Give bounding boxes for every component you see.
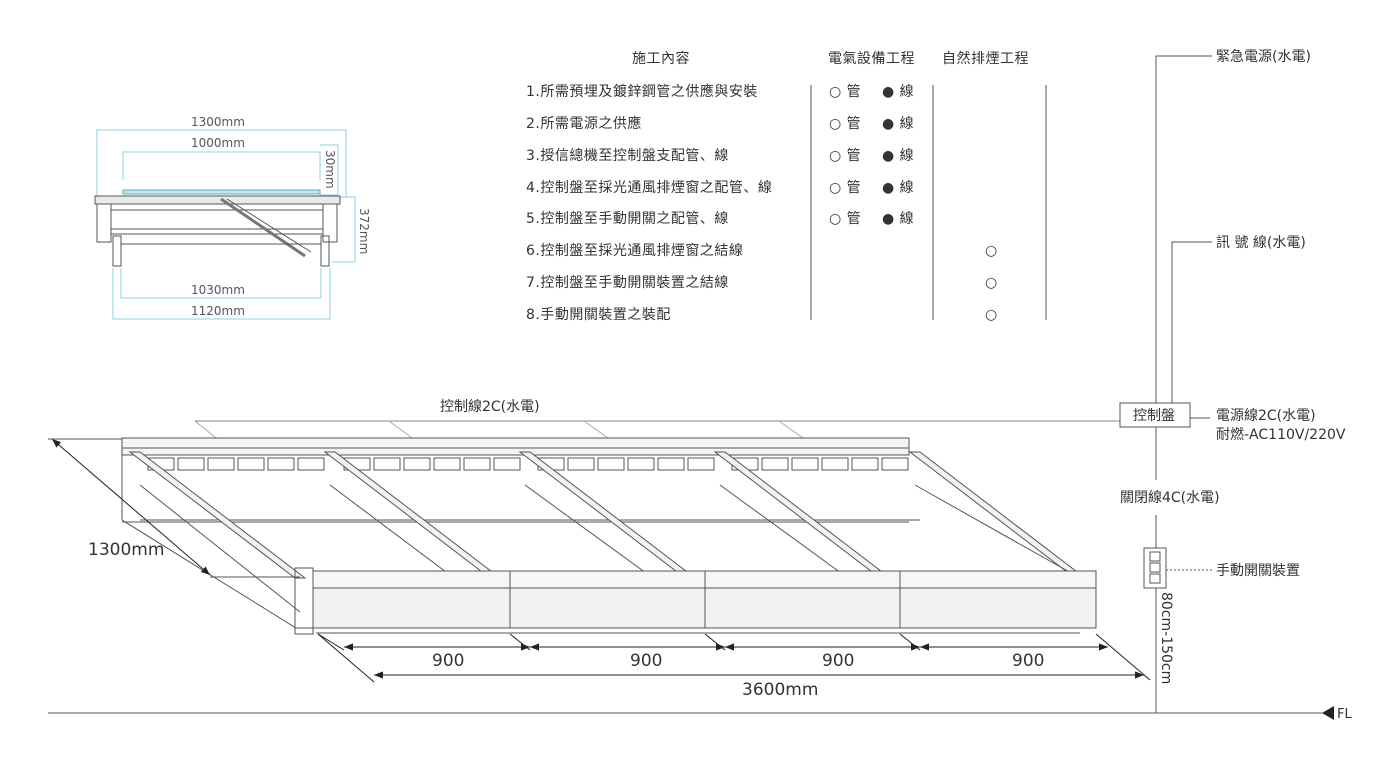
table-header-electrical: 電氣設備工程	[828, 51, 915, 67]
dim-height-label: 372mm	[357, 208, 371, 254]
close-line-label: 關閉線4C(水電)	[1120, 490, 1220, 506]
dim-thickness-label: 30mm	[323, 150, 337, 189]
module-width-label: 900	[630, 651, 662, 671]
row-pipe: ○ 管	[829, 84, 861, 100]
depth-dimension-line	[51, 438, 211, 576]
power-line-label: 電源線2C(水電)	[1216, 408, 1316, 424]
row-smoke: ○	[985, 243, 998, 259]
row-wire: ● 線	[882, 148, 914, 164]
row-item: 4.控制盤至採光通風排煙窗之配管、線	[526, 179, 772, 196]
work-scope-table: 施工內容 電氣設備工程 自然排煙工程 1.所需預埋及鍍鋅鋼管之供應與安裝 ○ 管…	[526, 50, 1047, 323]
row-smoke: ○	[985, 307, 998, 323]
module-width-label: 900	[1012, 651, 1044, 671]
row-wire: ● 線	[882, 116, 914, 132]
dim-inner-width-line	[122, 151, 321, 180]
dim-bottom-inner-line	[120, 268, 322, 299]
row-pipe: ○ 管	[829, 180, 861, 196]
floor-level-label: FL	[1337, 707, 1352, 722]
row-item: 8.手動開關裝置之裝配	[526, 307, 671, 323]
control-panel-box	[1119, 402, 1191, 428]
table-row: 6.控制盤至採光通風排煙窗之結線 ○	[526, 242, 998, 259]
emergency-power-label: 緊急電源(水電)	[1216, 49, 1311, 65]
dim-inner-width-label: 1000mm	[191, 136, 245, 150]
row-item: 7.控制盤至手動開關裝置之結線	[526, 275, 729, 291]
dim-height-line	[332, 196, 356, 263]
table-row: 4.控制盤至採光通風排煙窗之配管、線 ○ 管 ● 線	[526, 179, 914, 196]
section-profile	[94, 189, 341, 267]
row-wire: ● 線	[882, 84, 914, 100]
dim-top-width-line	[96, 129, 347, 198]
dim-bottom-inner-label: 1030mm	[191, 283, 245, 297]
control-panel-label: 控制盤	[1133, 408, 1175, 424]
table-row: 1.所需預埋及鍍鋅鋼管之供應與安裝 ○ 管 ● 線	[526, 83, 914, 100]
dim-bottom-outer-label: 1120mm	[191, 304, 245, 318]
dim-top-width-label: 1300mm	[191, 115, 245, 129]
manual-switch-icon	[1143, 547, 1167, 589]
section-detail	[96, 129, 356, 320]
row-item: 3.授信總機至控制盤支配管、線	[526, 147, 729, 164]
table-header-smoke: 自然排煙工程	[942, 50, 1029, 67]
wiring-lines	[1155, 55, 1212, 713]
row-pipe: ○ 管	[829, 148, 861, 164]
table-row: 5.控制盤至手動開關之配管、線 ○ 管 ● 線	[526, 211, 914, 227]
floor-level-arrow-icon	[1322, 706, 1334, 720]
row-item: 1.所需預埋及鍍鋅鋼管之供應與安裝	[526, 83, 758, 100]
row-item: 2.所需電源之供應	[526, 115, 642, 132]
total-length-label: 3600mm	[742, 680, 818, 700]
table-row: 8.手動開關裝置之裝配 ○	[526, 307, 998, 323]
dim-thickness-line	[320, 144, 339, 196]
vent-row	[147, 457, 909, 471]
mount-height-label: 80cm-150cm	[1158, 592, 1174, 684]
dim-bottom-outer-line	[112, 268, 331, 320]
signal-line-label: 訊 號 線(水電)	[1216, 235, 1306, 251]
control-line-label: 控制線2C(水電)	[440, 399, 540, 415]
skylight-structure	[121, 420, 1120, 635]
module-width-label: 900	[432, 651, 464, 671]
manual-switch-label: 手動開關裝置	[1216, 563, 1300, 579]
row-pipe: ○ 管	[829, 116, 861, 132]
row-item: 6.控制盤至採光通風排煙窗之結線	[526, 242, 743, 259]
row-item: 5.控制盤至手動開關之配管、線	[526, 211, 729, 227]
row-pipe: ○ 管	[829, 211, 861, 227]
table-row: 2.所需電源之供應 ○ 管 ● 線	[526, 115, 914, 132]
table-header-content: 施工內容	[632, 50, 690, 67]
power-spec-label: 耐燃-AC110V/220V	[1216, 426, 1346, 443]
module-width-label: 900	[822, 651, 854, 671]
row-wire: ● 線	[882, 211, 914, 227]
table-row: 7.控制盤至手動開關裝置之結線 ○	[526, 275, 998, 291]
table-row: 3.授信總機至控制盤支配管、線 ○ 管 ● 線	[526, 147, 914, 164]
row-smoke: ○	[985, 275, 998, 291]
depth-dimension-label: 1300mm	[88, 540, 164, 560]
row-wire: ● 線	[882, 180, 914, 196]
